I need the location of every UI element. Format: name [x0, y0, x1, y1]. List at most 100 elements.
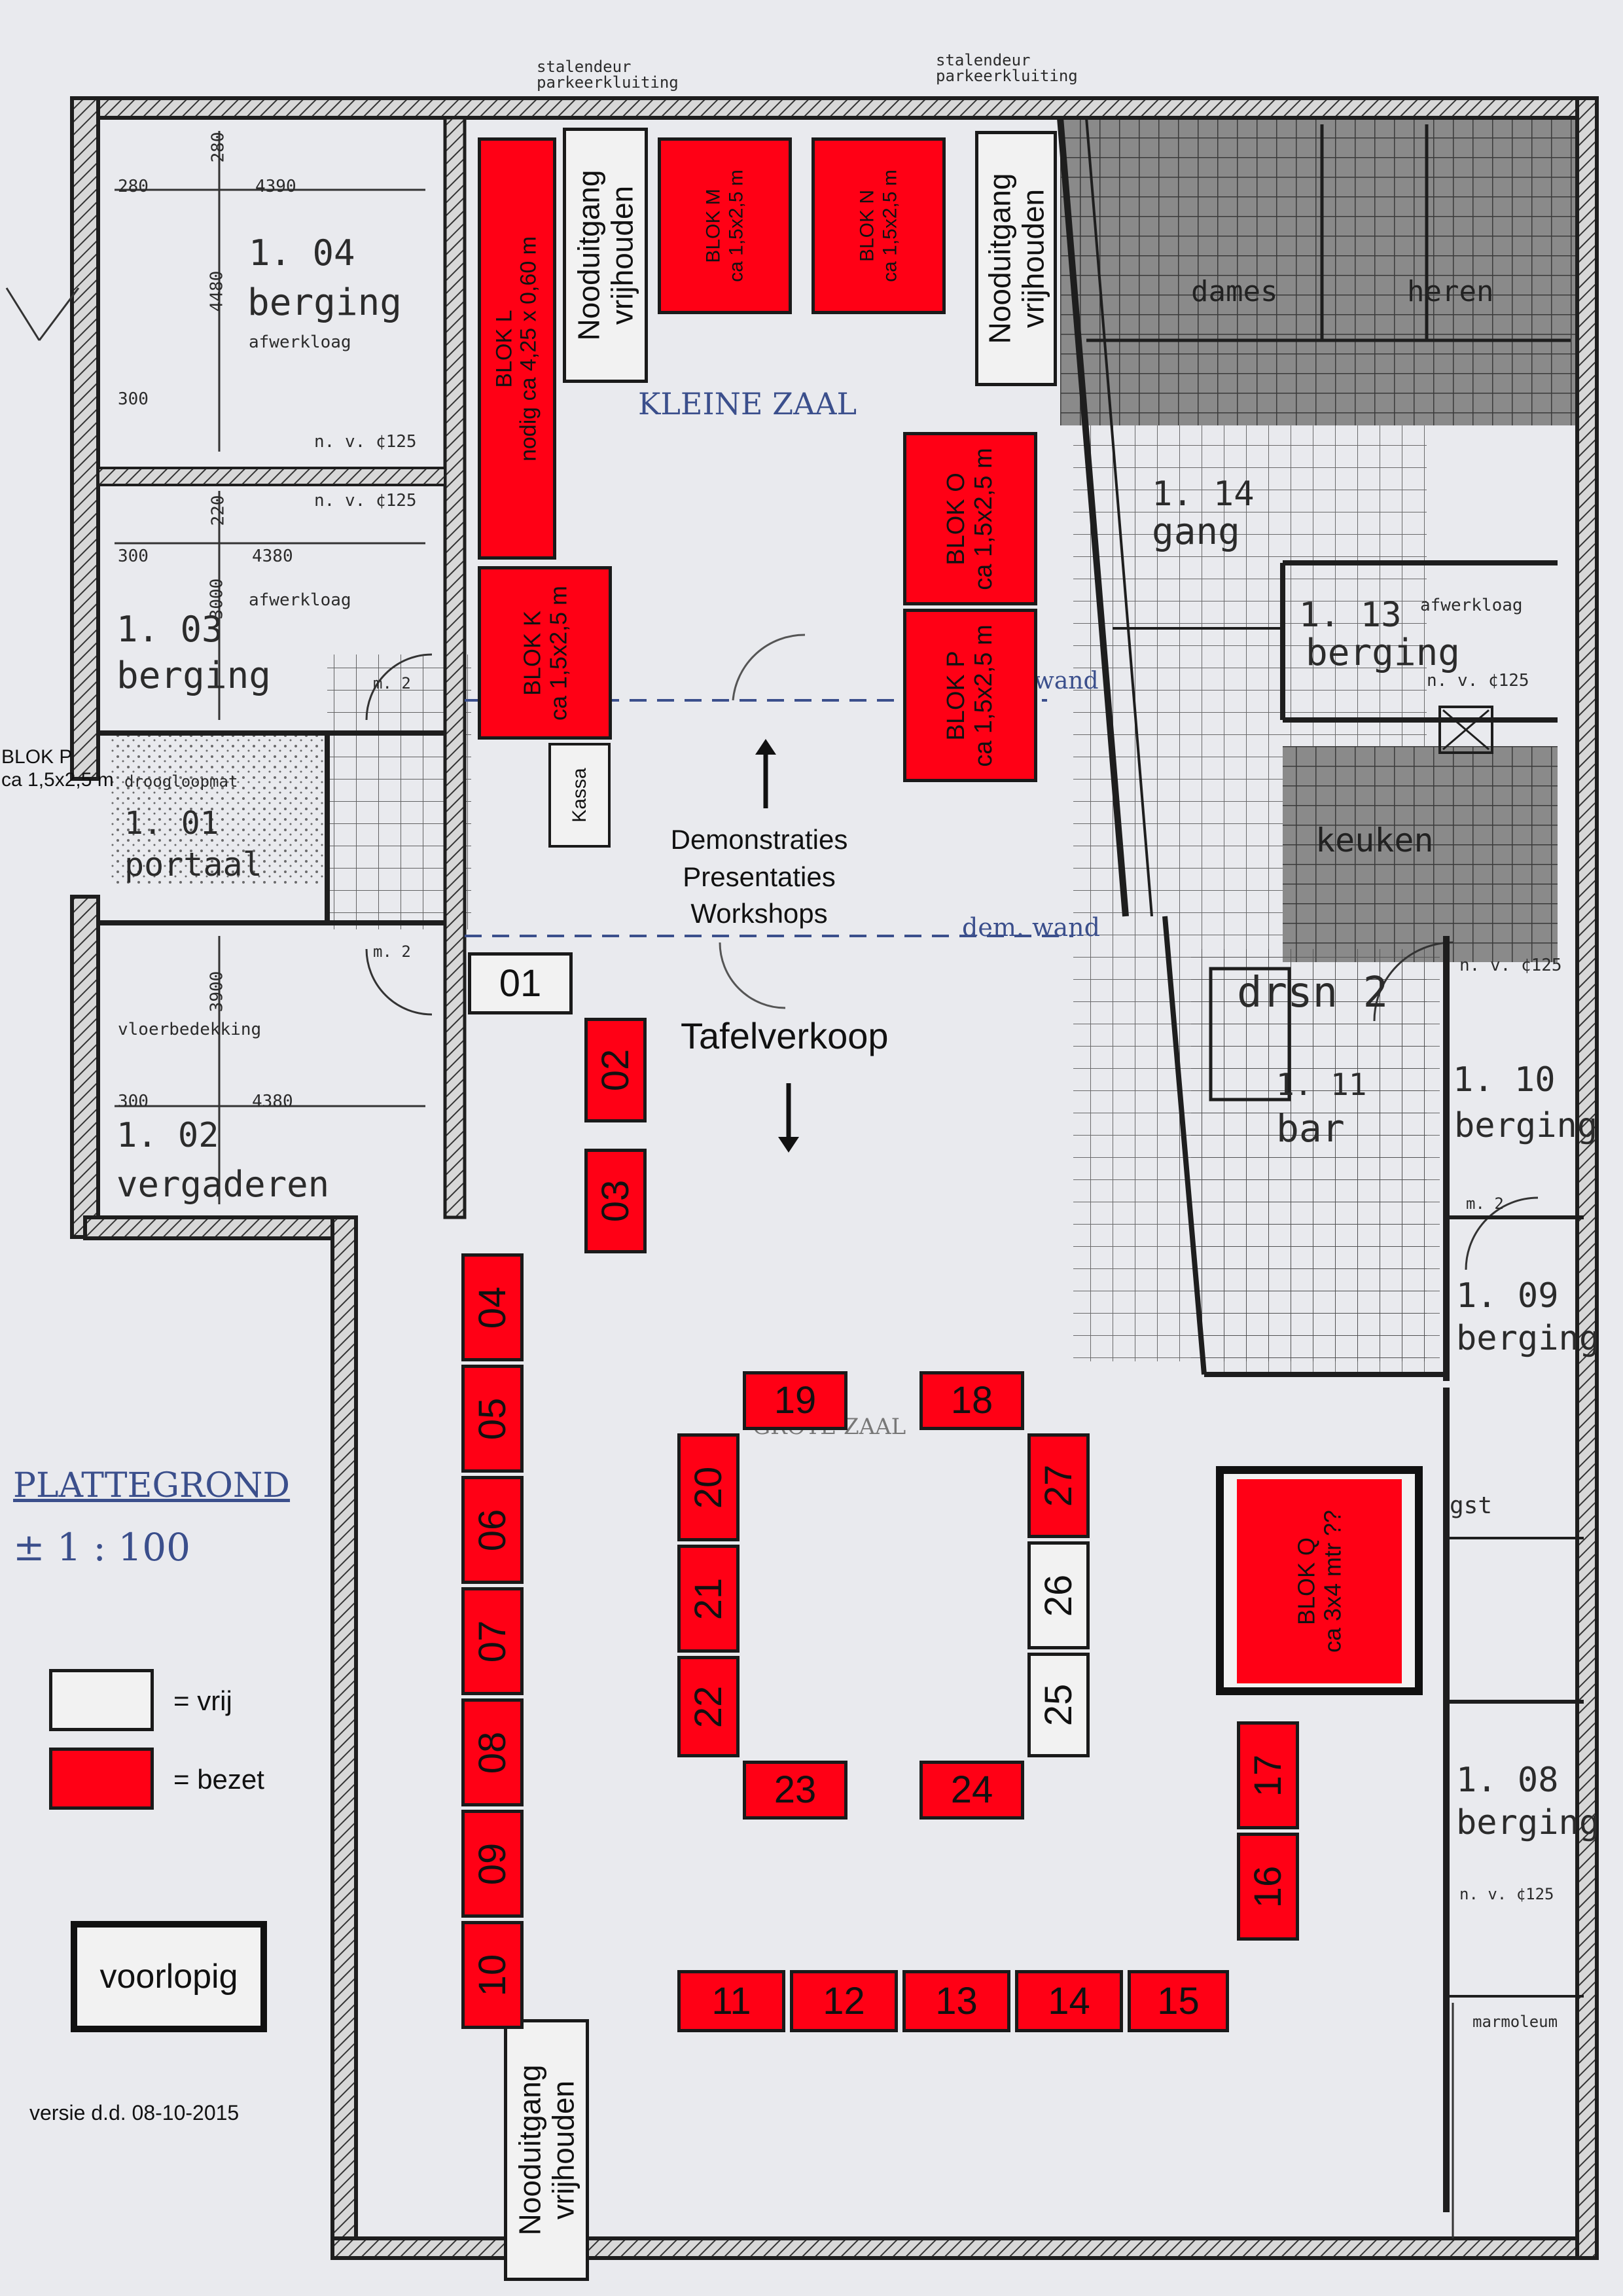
- room-103-dim-1: 300: [118, 547, 149, 566]
- table-25[interactable]: 25: [1027, 1653, 1090, 1757]
- table-14[interactable]: 14: [1015, 1970, 1123, 2032]
- room-102-name: vergaderen: [116, 1164, 330, 1205]
- room-113-sub: afwerkloag: [1420, 596, 1523, 615]
- table-06[interactable]: 06: [461, 1476, 524, 1584]
- legend-swatch-vrij: [49, 1669, 154, 1731]
- top-label-right: stalendeur parkeerkluiting: [936, 51, 1078, 85]
- room-104-number: 1. 04: [249, 232, 355, 274]
- kassa-label: Kassa: [568, 768, 590, 823]
- block-k[interactable]: BLOK K ca 1,5x2,5 m: [478, 566, 612, 740]
- block-p-left-label: BLOK P ca 1,5x2,5 m: [1, 746, 114, 791]
- nooduitgang-top-left[interactable]: Nooduitgang vrijhouden: [563, 128, 648, 383]
- room-113-number: 1. 13: [1299, 596, 1402, 635]
- table-02-number: 02: [594, 1049, 637, 1092]
- activities-label: Demonstraties Presentaties Workshops: [648, 821, 870, 933]
- table-15[interactable]: 15: [1128, 1970, 1229, 2032]
- block-p[interactable]: BLOK P ca 1,5x2,5 m: [903, 609, 1037, 782]
- room-104-dim-1: 280: [118, 177, 149, 196]
- activities-line1: Demonstraties: [670, 824, 848, 855]
- table-18-number: 18: [950, 1379, 993, 1422]
- table-13[interactable]: 13: [902, 1970, 1010, 2032]
- table-23[interactable]: 23: [743, 1761, 847, 1820]
- table-05[interactable]: 05: [461, 1365, 524, 1473]
- room-102-dim-1: 300: [118, 1092, 149, 1111]
- table-07[interactable]: 07: [461, 1587, 524, 1695]
- room-114-number: 1. 14: [1152, 475, 1255, 514]
- legend-label-vrij: = vrij: [173, 1685, 232, 1716]
- room-103-dim-4: 220: [208, 495, 228, 526]
- table-01[interactable]: 01: [468, 952, 573, 1014]
- table-08[interactable]: 08: [461, 1698, 524, 1806]
- table-04[interactable]: 04: [461, 1253, 524, 1361]
- table-19[interactable]: 19: [743, 1371, 847, 1430]
- table-10-number: 10: [471, 1954, 514, 1996]
- block-q-desc: ca 3x4 mtr ??: [1319, 1509, 1346, 1653]
- room-111-number: 1. 11: [1276, 1067, 1367, 1102]
- nooduitgang-bottom-line1: Nooduitgang: [512, 2064, 547, 2236]
- table-11[interactable]: 11: [677, 1970, 785, 2032]
- table-12[interactable]: 12: [790, 1970, 898, 2032]
- table-09[interactable]: 09: [461, 1810, 524, 1918]
- block-k-desc: ca 1,5x2,5 m: [544, 585, 571, 721]
- room-102-dim-2: 4380: [252, 1092, 293, 1111]
- room-102-dim-3: 3900: [207, 971, 227, 1013]
- block-k-name: BLOK K: [518, 610, 545, 696]
- table-18[interactable]: 18: [919, 1371, 1024, 1430]
- top-label-left: stalendeur parkeerkluiting: [537, 58, 679, 92]
- table-10[interactable]: 10: [461, 1921, 524, 2029]
- table-24[interactable]: 24: [919, 1761, 1024, 1820]
- block-q-name: BLOK Q: [1293, 1537, 1320, 1626]
- nooduitgang-top-right-line2: vrijhouden: [1015, 188, 1050, 329]
- room-101-name: portaal: [124, 846, 262, 884]
- block-l[interactable]: BLOK L nodig ca 4,25 x 0,60 m: [478, 137, 556, 560]
- block-n-desc: ca 1,5x2,5 m: [878, 170, 901, 282]
- scale-label: ± 1 : 100: [13, 1525, 191, 1570]
- nooduitgang-top-left-line1: Nooduitgang: [571, 170, 606, 341]
- block-o[interactable]: BLOK O ca 1,5x2,5 m: [903, 432, 1037, 605]
- kassa-box[interactable]: Kassa: [548, 743, 611, 848]
- table-13-number: 13: [935, 1979, 978, 2022]
- block-m[interactable]: BLOK M ca 1,5x2,5 m: [658, 137, 792, 314]
- table-23-number: 23: [774, 1768, 817, 1811]
- room-101-sub: droogloopmat: [124, 772, 238, 791]
- dem-wand-label-2: wand: [1034, 668, 1099, 694]
- table-22-number: 22: [687, 1685, 730, 1728]
- table-27-number: 27: [1037, 1464, 1080, 1507]
- table-17[interactable]: 17: [1237, 1721, 1299, 1829]
- block-l-desc: nodig ca 4,25 x 0,60 m: [516, 236, 541, 461]
- table-21-number: 21: [687, 1577, 730, 1620]
- room-103-dim-2: 4380: [252, 547, 293, 566]
- room-marmoleum: marmoleum: [1472, 2013, 1558, 2031]
- room-104-nv: n. v. ¢125: [314, 432, 417, 452]
- table-27[interactable]: 27: [1027, 1433, 1090, 1538]
- block-q[interactable]: BLOK Q ca 3x4 mtr ??: [1237, 1479, 1402, 1683]
- voorlopig-stamp: voorlopig: [71, 1921, 267, 2032]
- room-104-dim-4: 300: [118, 389, 149, 409]
- room-102-sub: vloerbedekking: [118, 1020, 262, 1039]
- block-l-name: BLOK L: [491, 309, 517, 388]
- table-26[interactable]: 26: [1027, 1541, 1090, 1649]
- table-03[interactable]: 03: [584, 1149, 647, 1253]
- room-gst: gst: [1450, 1492, 1493, 1519]
- room-110-nv: n. v. ¢125: [1459, 956, 1562, 975]
- room-112-name: keuken: [1315, 821, 1434, 859]
- table-22[interactable]: 22: [677, 1656, 740, 1757]
- table-21[interactable]: 21: [677, 1545, 740, 1653]
- room-103-sub: afwerkloag: [249, 590, 351, 610]
- table-15-number: 15: [1157, 1979, 1200, 2022]
- table-09-number: 09: [471, 1842, 514, 1885]
- version-label: versie d.d. 08-10-2015: [29, 2101, 240, 2125]
- nooduitgang-bottom[interactable]: Nooduitgang vrijhouden: [504, 2019, 589, 2281]
- table-16[interactable]: 16: [1237, 1833, 1299, 1941]
- legend-label-bezet: = bezet: [173, 1764, 264, 1795]
- room-108-name: berging: [1456, 1803, 1600, 1842]
- nooduitgang-top-right[interactable]: Nooduitgang vrijhouden: [975, 131, 1057, 386]
- voorlopig-label: voorlopig: [99, 1958, 238, 1996]
- block-n[interactable]: BLOK N ca 1,5x2,5 m: [812, 137, 946, 314]
- table-02[interactable]: 02: [584, 1018, 647, 1122]
- room-104-dim-2: 4390: [255, 177, 296, 196]
- table-05-number: 05: [471, 1397, 514, 1440]
- room-101-number: 1. 01: [124, 805, 219, 842]
- table-20[interactable]: 20: [677, 1433, 740, 1541]
